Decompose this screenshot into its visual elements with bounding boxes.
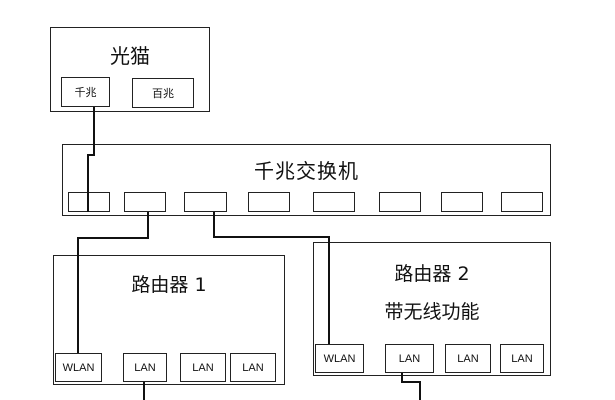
switch-port (441, 192, 483, 212)
router1-port-lan-1: LAN (123, 353, 167, 382)
modem-port-100m: 百兆 (132, 78, 194, 108)
switch-port (184, 192, 227, 212)
modem-title: 光猫 (110, 44, 150, 68)
switch-port (379, 192, 421, 212)
router2-port-wlan: WLAN (315, 344, 364, 373)
router1-port-lan-2: LAN (180, 353, 226, 382)
modem-port-gigabit: 千兆 (61, 77, 110, 107)
router2-port-lan-3: LAN (500, 344, 544, 373)
router2-port-lan-2: LAN (445, 344, 491, 373)
switch-port (68, 192, 110, 212)
switch-port (124, 192, 166, 212)
switch-port (248, 192, 290, 212)
router1-port-wlan: WLAN (55, 353, 102, 382)
router1-port-lan-3: LAN (230, 353, 276, 382)
switch-title: 千兆交换机 (254, 159, 359, 183)
switch-port (313, 192, 355, 212)
router2-subtitle: 带无线功能 (384, 301, 480, 323)
router2-port-lan-1: LAN (385, 344, 434, 373)
switch-port (501, 192, 543, 212)
router2-title: 路由器 2 (394, 263, 470, 285)
cable-router2-lan-out (401, 373, 421, 400)
router1-title: 路由器 1 (131, 274, 207, 296)
